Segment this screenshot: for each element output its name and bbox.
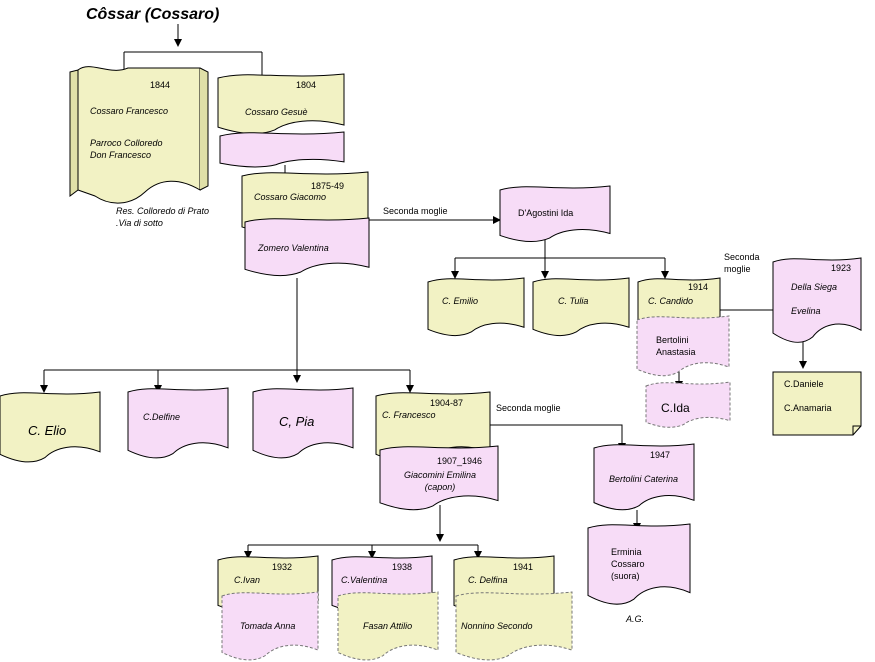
- relation-label: Seconda moglie: [496, 403, 561, 413]
- person-box-c-delfine: [127, 387, 229, 459]
- person-box-dagostini-ida: [499, 185, 611, 243]
- person-box-c-pia: [252, 387, 354, 459]
- page-title: Côssar (Cossaro): [86, 6, 220, 23]
- person-box-tulia: [532, 277, 630, 337]
- year-label: 1904-87: [430, 398, 464, 408]
- person-name: C.Valentina: [341, 575, 388, 585]
- year-label: 1923: [831, 263, 852, 273]
- note-box-daniele: [772, 371, 862, 436]
- person-name: C.Ida: [661, 401, 690, 415]
- person-box-c-elio: [0, 391, 101, 463]
- signature: A.G.: [626, 614, 645, 624]
- year-label: 1914: [688, 282, 709, 292]
- person-name: C. Francesco: [382, 410, 436, 420]
- person-name: Cossaro Francesco: [90, 106, 169, 116]
- person-name: C. Emilio: [442, 296, 479, 306]
- relation-label: Seconda moglie: [724, 252, 760, 274]
- year-label: 1941: [513, 562, 534, 572]
- person-name: Erminia Cossaro (suora): [611, 547, 645, 581]
- person-box-fasan-attilio: [337, 591, 439, 661]
- scroll-edge: [199, 67, 209, 191]
- year-label: 1844: [150, 80, 171, 90]
- person-name: C.Ivan: [234, 575, 261, 585]
- person-box-nonnino-secondo: [455, 591, 573, 661]
- person-name: C. Elio: [28, 423, 67, 438]
- person-name: Giacomini Emilina (capon): [404, 470, 477, 492]
- person-name: C.Daniele C.Anamaria: [784, 379, 832, 413]
- person-box-gesue: [217, 73, 345, 135]
- person-name: Tomada Anna: [240, 621, 296, 631]
- person-name: C.Delfine: [143, 412, 181, 422]
- person-name: Bertolini Caterina: [609, 474, 679, 484]
- year-label: 1907_1946: [437, 456, 483, 466]
- person-box-zomero-valentina: [244, 217, 370, 277]
- person-box-erminia: [587, 523, 691, 605]
- person-box-c-ida: [645, 381, 731, 428]
- person-name: Cossaro Gesuè: [245, 107, 308, 117]
- person-name: Fasan Attilio: [363, 621, 413, 631]
- scroll-edge: [69, 69, 79, 197]
- person-name: D'Agostini Ida: [518, 208, 574, 218]
- person-box-bertolini-anastasia: [636, 315, 730, 377]
- year-label: 1875-49: [311, 181, 345, 191]
- year-label: 1932: [272, 562, 293, 572]
- person-name: Zomero Valentina: [258, 243, 329, 253]
- person-note: Parroco Colloredo Don Francesco: [90, 138, 163, 160]
- year-label: 1938: [392, 562, 413, 572]
- person-box-gesue-spouse: [219, 131, 345, 168]
- residence-note: Res. Colloredo di Prato .Via di sotto: [116, 206, 210, 228]
- person-box-della-siega-evelina: [772, 257, 862, 343]
- person-name: Bertolini Anastasia: [656, 335, 696, 357]
- person-name: Cossaro Giacomo: [254, 192, 327, 202]
- person-name: C. Delfina: [468, 575, 508, 585]
- person-name: Della Siega Evelina: [791, 282, 838, 316]
- person-name: C, Pia: [279, 414, 315, 429]
- scroll-shape-francesco-1844: [77, 66, 201, 204]
- person-box-emilio: [427, 277, 525, 337]
- note-fold: [852, 425, 861, 435]
- year-label: 1804: [296, 80, 317, 90]
- relation-label: Seconda moglie: [383, 206, 448, 216]
- person-box-tomada-anna: [221, 591, 319, 661]
- person-box-giacomini-emilina: [379, 445, 499, 511]
- person-box-bertolini-caterina: [593, 443, 695, 511]
- person-name: C. Tulia: [558, 296, 589, 306]
- year-label: 1947: [650, 450, 671, 460]
- person-name: Nonnino Secondo: [461, 621, 533, 631]
- connector: [488, 424, 626, 451]
- person-name: C. Candido: [648, 296, 694, 306]
